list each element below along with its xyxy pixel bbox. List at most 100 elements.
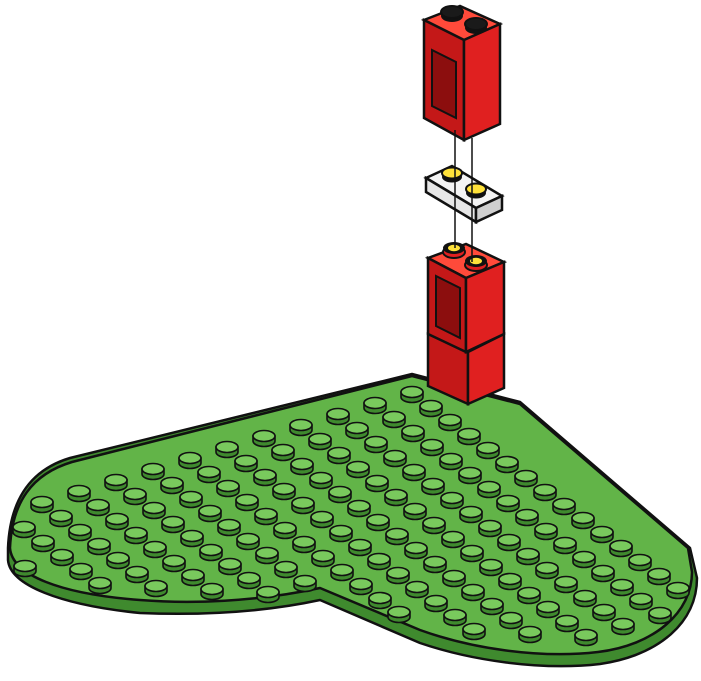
baseplate-stud <box>610 541 632 557</box>
baseplate-stud <box>330 526 352 542</box>
baseplate-stud <box>612 619 634 635</box>
baseplate-stud <box>179 453 201 469</box>
baseplate-stud <box>162 517 184 533</box>
baseplate-stud <box>142 464 164 480</box>
baseplate-stud <box>31 497 53 513</box>
baseplate-stud <box>517 549 539 565</box>
baseplate-stud <box>498 535 520 551</box>
baseplate-stud <box>536 563 558 579</box>
baseplate-stud <box>364 398 386 414</box>
baseplate-stud <box>294 576 316 592</box>
baseplate-stud <box>367 515 389 531</box>
upper-brick-window <box>432 50 456 118</box>
baseplate-stud <box>182 570 204 586</box>
baseplate-stud <box>255 509 277 525</box>
baseplate-stud <box>293 537 315 553</box>
baseplate-stud <box>290 420 312 436</box>
baseplate-stud <box>440 454 462 470</box>
lower-brick-window <box>436 276 460 338</box>
baseplate-stud <box>256 548 278 564</box>
baseplate-stud <box>348 501 370 517</box>
baseplate-stud <box>366 476 388 492</box>
baseplate-stud <box>88 539 110 555</box>
baseplate-stud <box>515 471 537 487</box>
baseplate-stud <box>331 565 353 581</box>
baseplate-stud <box>499 574 521 590</box>
baseplate-stud <box>422 479 444 495</box>
baseplate-stud <box>388 607 410 623</box>
baseplate-stud <box>68 486 90 502</box>
baseplate-stud <box>383 412 405 428</box>
baseplate-stud <box>126 567 148 583</box>
baseplate-stud <box>442 532 464 548</box>
baseplate-stud <box>107 553 129 569</box>
baseplate-stud <box>516 510 538 526</box>
baseplate-stud <box>89 578 111 594</box>
baseplate-stud <box>69 525 91 541</box>
baseplate-stud <box>459 468 481 484</box>
baseplate-stud <box>518 588 540 604</box>
baseplate-stud <box>386 529 408 545</box>
baseplate-stud <box>463 624 485 640</box>
baseplate-stud <box>309 434 331 450</box>
baseplate-stud <box>329 487 351 503</box>
baseplate-stud <box>441 493 463 509</box>
baseplate-stud <box>556 616 578 632</box>
baseplate-stud <box>50 511 72 527</box>
baseplate-stud <box>275 562 297 578</box>
baseplate-stud <box>237 534 259 550</box>
baseplate-stud <box>327 409 349 425</box>
baseplate-stud <box>253 431 275 447</box>
baseplate-stud <box>575 630 597 646</box>
baseplate-stud <box>272 445 294 461</box>
baseplate-stud <box>106 514 128 530</box>
baseplate-stud <box>554 538 576 554</box>
baseplate-stud <box>180 492 202 508</box>
baseplate-stud <box>273 484 295 500</box>
baseplate-stud <box>369 593 391 609</box>
baseplate-stud <box>292 498 314 514</box>
baseplate-stud <box>216 442 238 458</box>
baseplate-stud <box>425 596 447 612</box>
baseplate-stud <box>347 462 369 478</box>
baseplate-stud <box>479 521 501 537</box>
baseplate-stud <box>87 500 109 516</box>
baseplate-stud <box>291 459 313 475</box>
baseplate-stud <box>368 554 390 570</box>
baseplate-stud <box>421 440 443 456</box>
baseplate-stud <box>439 415 461 431</box>
baseplate-stud <box>406 582 428 598</box>
baseplate-stud <box>593 605 615 621</box>
red-window-brick-lower <box>428 242 504 352</box>
baseplate-stud <box>667 583 689 599</box>
baseplate-stud <box>32 536 54 552</box>
baseplate-stud <box>274 523 296 539</box>
baseplate-stud <box>402 426 424 442</box>
baseplate-stud <box>125 528 147 544</box>
baseplate-stud <box>350 579 372 595</box>
baseplate-stud <box>480 560 502 576</box>
baseplate-stud <box>385 490 407 506</box>
baseplate-stud <box>403 465 425 481</box>
baseplate-stud <box>254 470 276 486</box>
baseplate-stud <box>161 478 183 494</box>
baseplate-stud <box>349 540 371 556</box>
baseplate-stud <box>238 573 260 589</box>
baseplate-stud <box>574 591 596 607</box>
baseplate-stud <box>181 531 203 547</box>
baseplate-stud <box>365 437 387 453</box>
baseplate-stud <box>555 577 577 593</box>
baseplate-stud <box>235 456 257 472</box>
baseplate-stud <box>346 423 368 439</box>
baseplate-stud <box>105 475 127 491</box>
baseplate-stud <box>144 542 166 558</box>
baseplate-stud <box>328 448 350 464</box>
baseplate-stud <box>143 503 165 519</box>
baseplate-stud <box>500 613 522 629</box>
baseplate-stud <box>629 555 651 571</box>
baseplate-stud <box>424 557 446 573</box>
baseplate-stud <box>145 581 167 597</box>
baseplate-stud <box>219 559 241 575</box>
baseplate-stud <box>648 569 670 585</box>
